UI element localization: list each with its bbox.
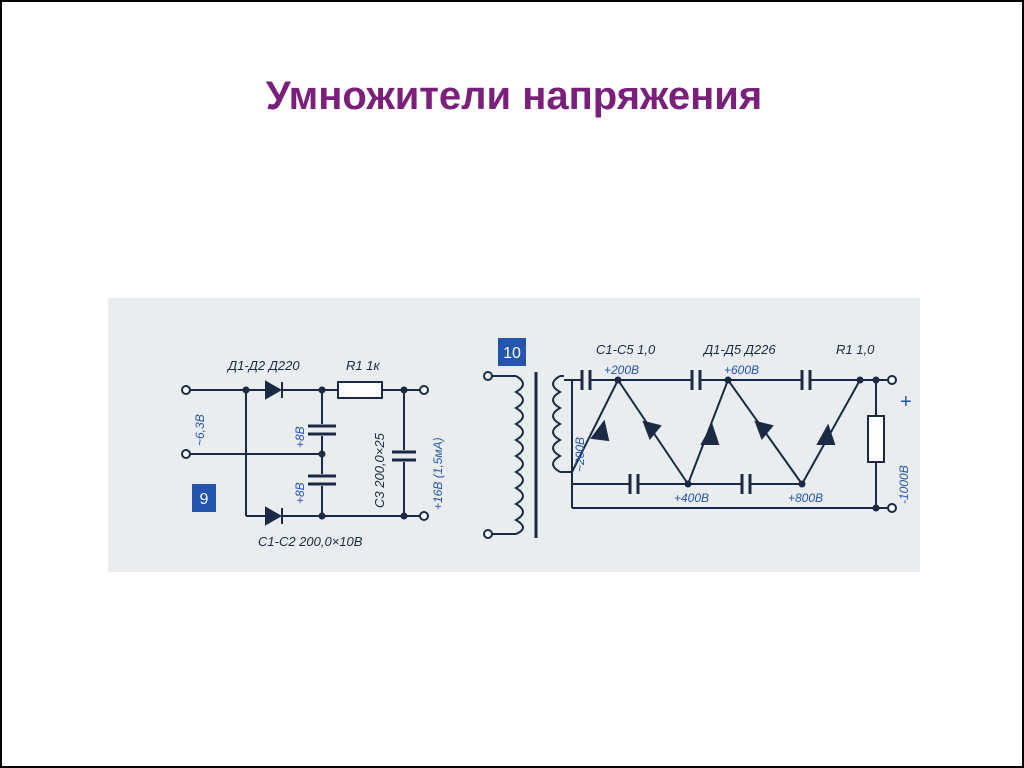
left-v-lower: +8В: [293, 482, 307, 504]
circuit-figure: 9 Д1-Д2 Д220 R1 1к С1-С2 200,0×10В С3 20…: [108, 298, 920, 572]
diode-r4: [754, 420, 774, 440]
diode-r1: [590, 419, 610, 442]
figure-10-badge: [498, 338, 526, 366]
right-resistor-label: R1 1,0: [836, 342, 875, 357]
diode-d2: [265, 506, 283, 526]
left-input-voltage: ~6,3В: [193, 414, 207, 446]
left-v-upper: +8В: [293, 426, 307, 448]
transformer-primary: [513, 375, 524, 535]
right-v600: +600В: [724, 363, 759, 377]
right-caps-label: С1-С5 1,0: [596, 342, 656, 357]
primary-terminal-bottom: [483, 529, 493, 539]
output-terminal-top: [419, 385, 429, 395]
primary-terminal-top: [483, 371, 493, 381]
figure-9-badge: [192, 484, 216, 512]
left-resistor-label: R1 1к: [346, 358, 380, 373]
resistor-r1-right: [867, 415, 885, 463]
output-terminal-plus: [887, 375, 897, 385]
right-v200-secondary: ~200В: [573, 437, 587, 472]
diode-r3: [700, 423, 720, 445]
right-v800: +800В: [788, 491, 823, 505]
left-cap-label: С1-С2 200,0×10В: [258, 534, 363, 549]
left-c3-label: С3 200,0×25: [372, 432, 387, 508]
output-terminal-bottom: [419, 511, 429, 521]
diode-r2: [642, 420, 662, 440]
resistor-r1-left: [337, 381, 383, 399]
circuit-diagram: 9 Д1-Д2 Д220 R1 1к С1-С2 200,0×10В С3 20…: [108, 298, 920, 572]
left-output-label: +16В (1,5мА): [431, 437, 445, 510]
right-plus-sign: +: [900, 391, 912, 413]
right-v400: +400В: [674, 491, 709, 505]
right-v1000: -1000В: [897, 465, 911, 504]
diode-d1: [265, 380, 283, 400]
input-terminal-top: [181, 385, 191, 395]
figure-10-number: 10: [503, 345, 521, 362]
right-circuit: [483, 370, 897, 539]
right-v200-top: +200В: [604, 363, 639, 377]
output-terminal-minus: [887, 503, 897, 513]
left-diode-label: Д1-Д2 Д220: [226, 358, 300, 373]
slide-title: Умножители напряжения: [265, 74, 763, 118]
figure-9-number: 9: [200, 491, 209, 508]
left-circuit: [181, 380, 429, 526]
transformer-secondary: [552, 375, 563, 473]
diode-r5: [816, 423, 836, 445]
input-terminal-bottom: [181, 449, 191, 459]
right-diodes-label: Д1-Д5 Д226: [702, 342, 776, 357]
